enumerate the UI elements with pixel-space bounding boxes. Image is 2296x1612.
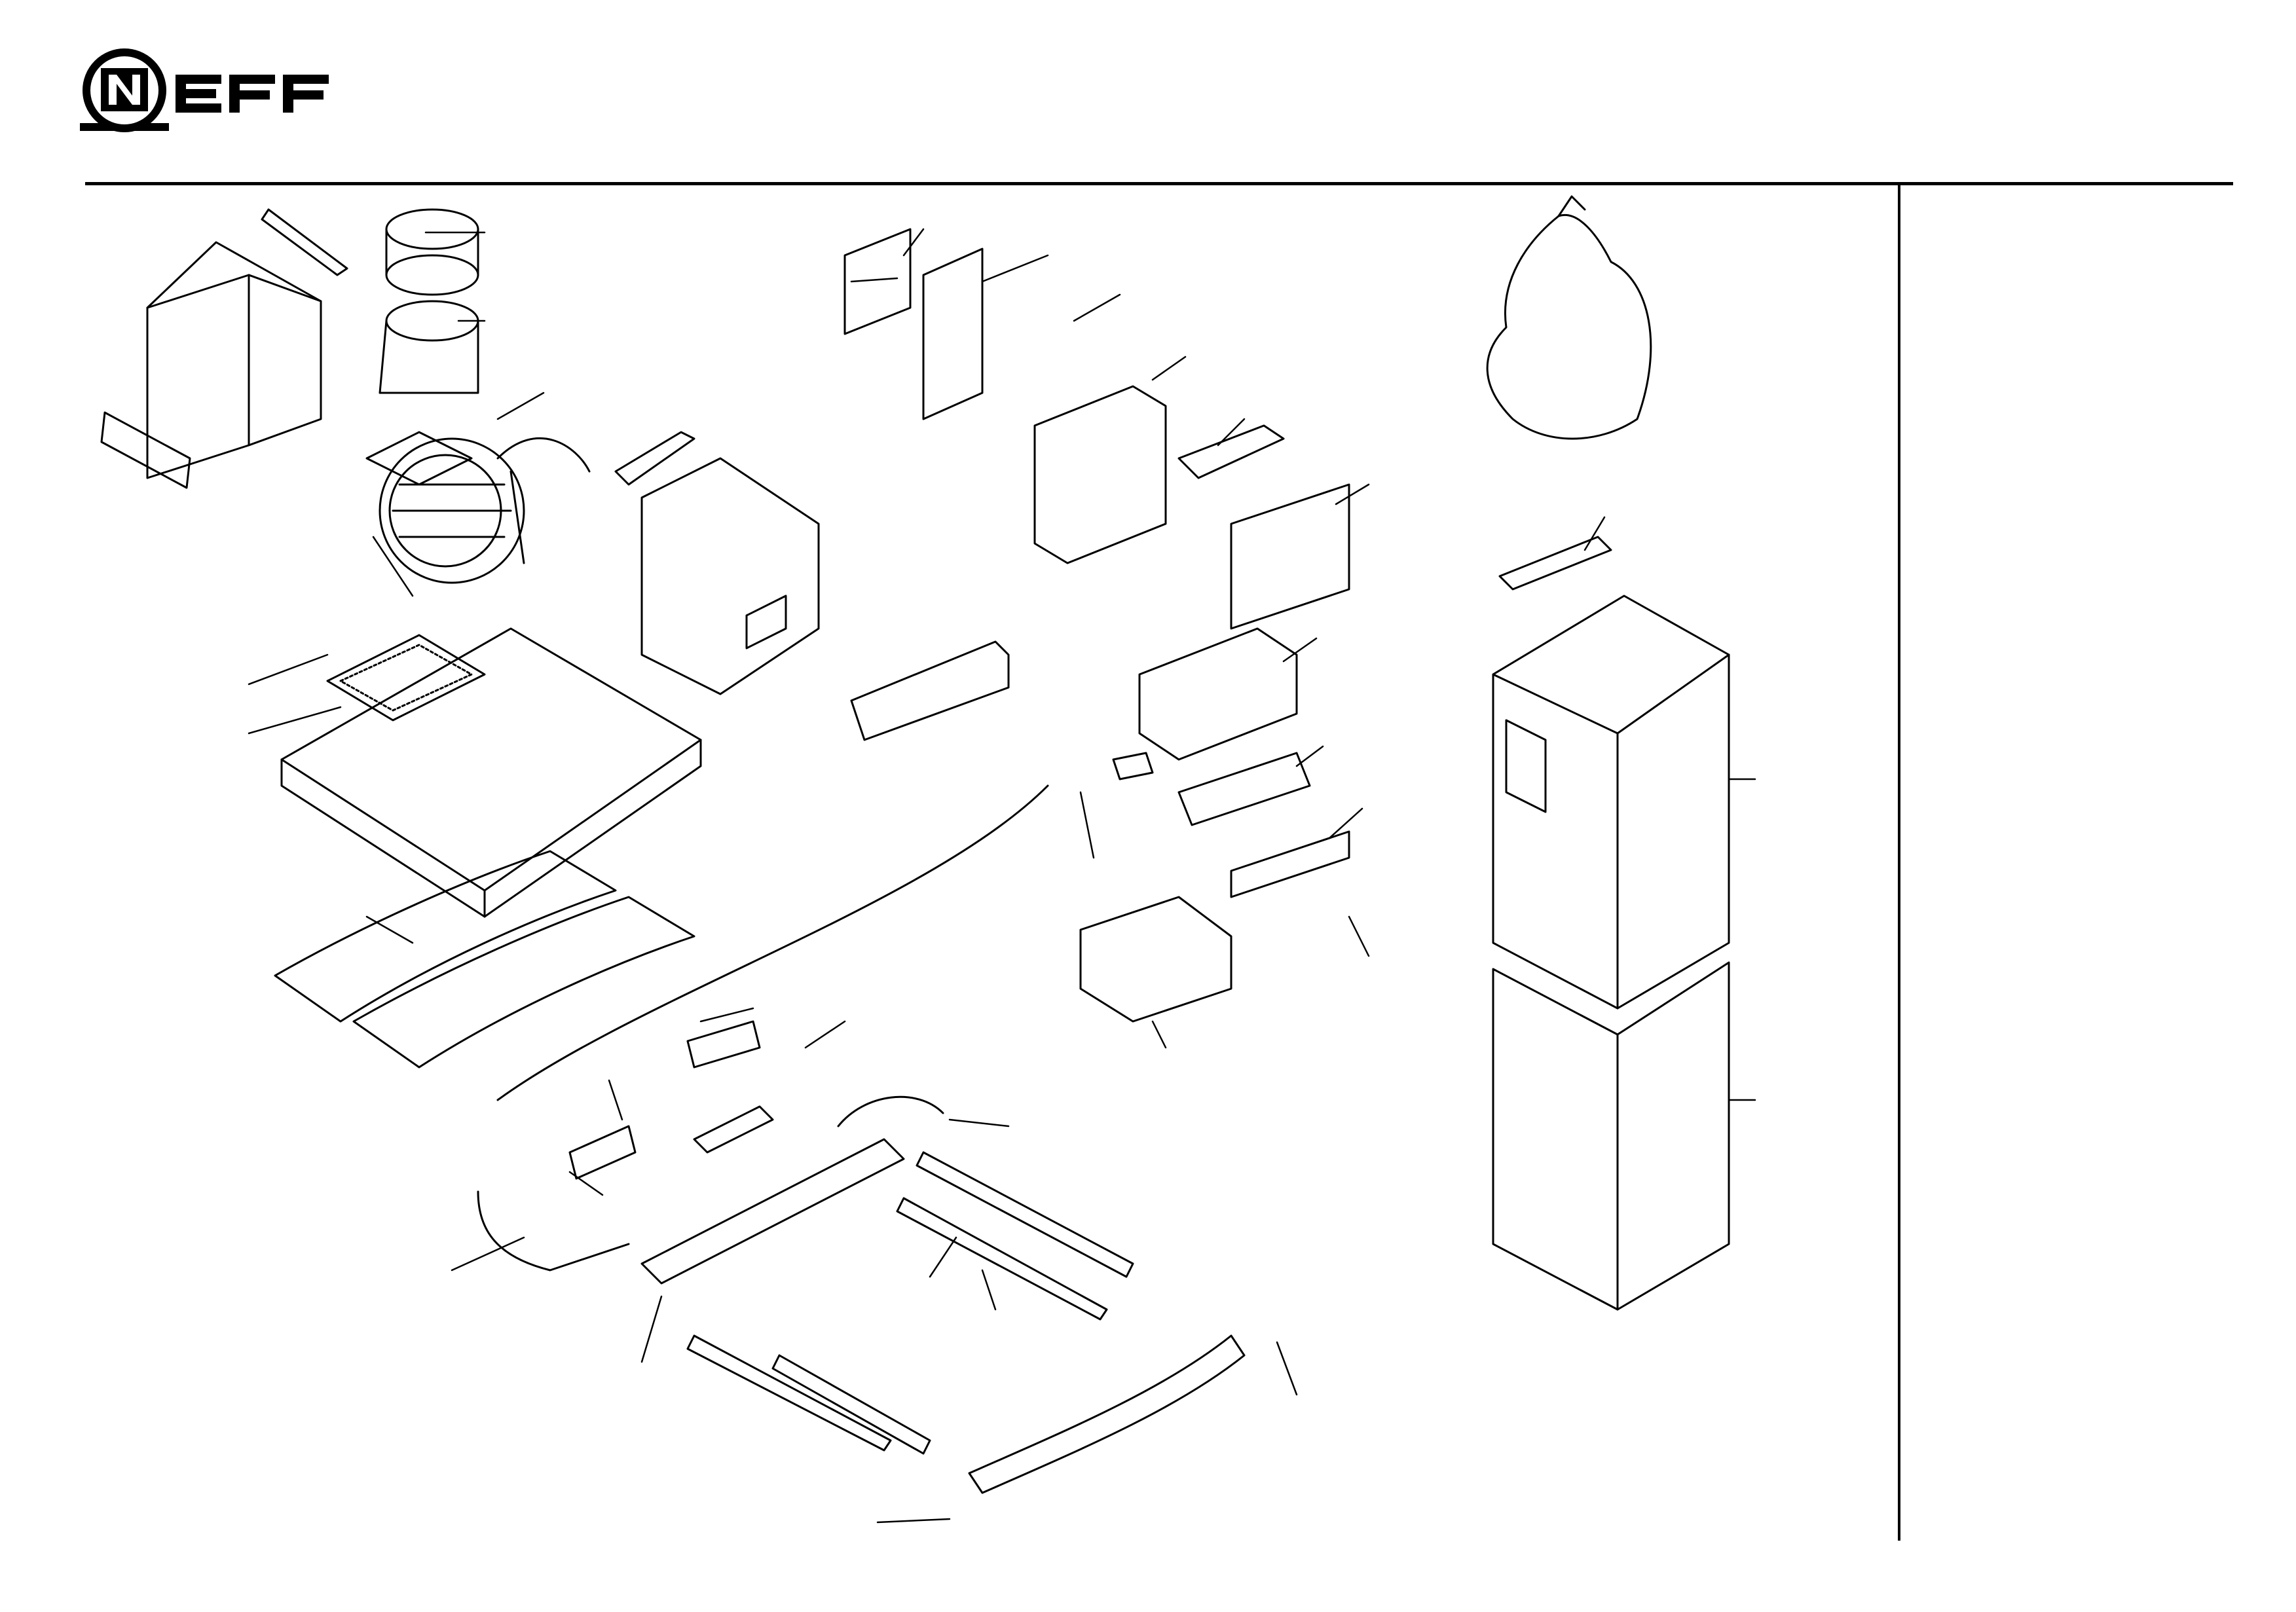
hood-canopy-drawing [280,627,702,918]
chimney-lower-drawing [1492,961,1730,1311]
cable-drawing [496,784,1049,1101]
lower-parts-drawing [477,1020,1246,1494]
parts-bag-drawing [1486,195,1652,440]
sidebar-divider [1898,185,1900,1541]
glass-panels-drawing [274,850,695,1069]
mounting-bracket-drawing [100,208,348,489]
chassis-drawing [614,431,820,695]
neff-logo [77,46,352,137]
chimney-upper-drawing [1492,536,1730,1010]
header-divider [85,182,2233,185]
grease-filter-drawing [326,634,486,722]
leader-lines [248,228,1756,1524]
electronics-drawing [843,228,1350,1023]
duct-ring-drawing [379,208,479,394]
blower-motor-drawing [365,431,591,584]
